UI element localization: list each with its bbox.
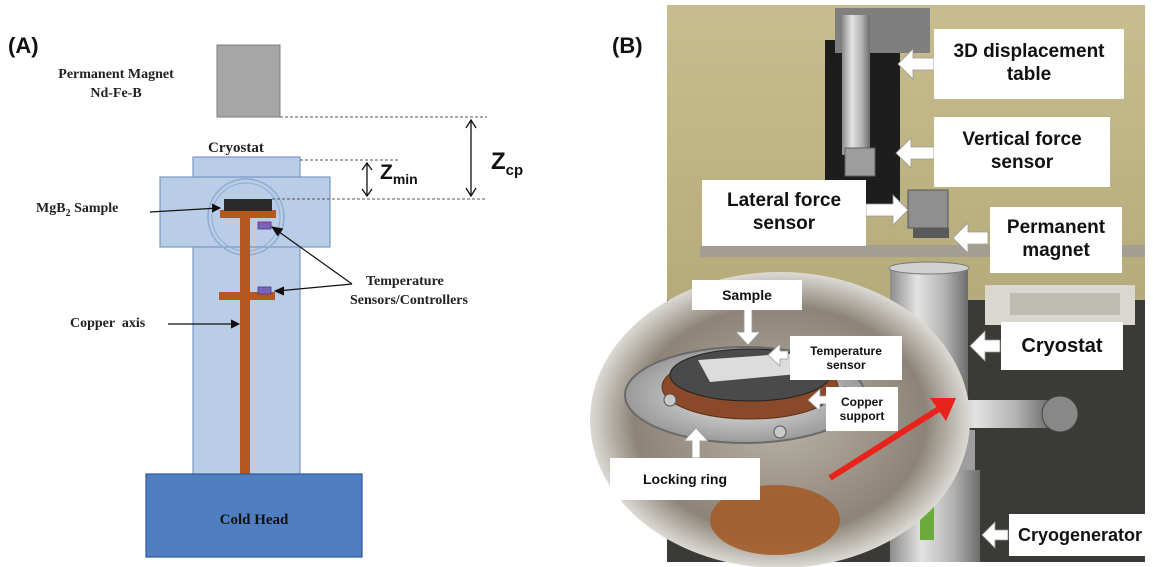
callout-vertical-force: Vertical force sensor <box>934 117 1110 187</box>
inset-link-arrowhead <box>930 398 956 421</box>
ring-screw-1 <box>663 393 677 407</box>
panel-a-label: (A) <box>8 33 39 58</box>
bench-equipment-knobs <box>1010 293 1120 315</box>
ring-screw-3 <box>773 425 787 439</box>
displacement-column <box>842 15 870 155</box>
sample-main: MgB <box>36 201 66 216</box>
temp-line1-a: Temperature <box>366 274 444 289</box>
arrow-lateral-force <box>865 194 909 226</box>
callout-cryogenerator: Cryogenerator <box>1009 514 1151 556</box>
arrow-temperature-sensor <box>767 343 789 367</box>
callout-3d-displacement: 3D displacement table <box>934 29 1124 99</box>
lateral-force-sensor-body <box>907 189 949 229</box>
zmin-label: Zmin <box>380 161 418 187</box>
cryostat-valve <box>1041 395 1079 433</box>
callout-temperature-sensor: Temperature sensor <box>790 336 902 380</box>
copper-axis-label: Copper axis <box>70 316 146 331</box>
arrow-permanent-magnet <box>952 222 989 254</box>
callout-copper-line2: support <box>839 409 885 423</box>
callout-permanent-magnet: Permanent magnet <box>990 207 1122 273</box>
mgb2-sample <box>224 199 272 211</box>
callout-temp-line1: Temperature <box>810 343 882 358</box>
sample-label-a: MgB2 Sample <box>36 201 118 219</box>
sample-sub: 2 <box>65 207 71 219</box>
arrow-cryogenerator <box>981 521 1009 549</box>
temp-pointer-arrow-2 <box>276 283 353 292</box>
sample-holder-plate <box>220 210 276 218</box>
zmin-sub: min <box>392 171 418 188</box>
cold-head-block <box>145 473 363 558</box>
zcp-label: Zcp <box>491 148 523 179</box>
cold-head-label: Cold Head <box>219 512 289 528</box>
callout-3d-line2: table <box>1006 64 1052 85</box>
temp-line2-a: Sensors/Controllers <box>350 292 468 308</box>
callout-vertical-line2: sensor <box>990 152 1054 173</box>
zcp-main: Z <box>491 148 506 175</box>
zmin-main: Z <box>380 161 393 184</box>
panel-b-label: (B) <box>612 33 643 58</box>
sample-tail: Sample <box>70 201 119 216</box>
panel-a-schematic <box>145 44 487 558</box>
copper-coil <box>710 485 840 555</box>
magnet-holder-plate <box>913 228 949 238</box>
callout-cryostat: Cryostat <box>1001 322 1123 370</box>
callout-lateral-line2: sensor <box>752 213 816 234</box>
temperature-label-a: Temperature Sensors/Controllers <box>350 273 468 311</box>
temperature-sensor-1 <box>257 221 272 230</box>
callout-copper-line1: Copper <box>841 394 883 409</box>
callout-lateral-line1: Lateral force <box>726 190 842 212</box>
sample-pointer-arrow <box>149 207 220 213</box>
callout-magnet-line2: magnet <box>1022 240 1090 261</box>
arrow-cryostat <box>969 330 1001 362</box>
sample-white-sheet <box>698 352 820 382</box>
temp-pointer-arrow-1 <box>274 228 353 285</box>
cryostat-label-a: Cryostat <box>208 140 264 156</box>
callout-sample: Sample <box>692 280 802 310</box>
callout-lateral-force: Lateral force sensor <box>702 180 866 246</box>
magnet-title-line2: Nd-Fe-B <box>90 85 142 101</box>
callout-vertical-line1: Vertical force <box>962 129 1082 151</box>
callout-3d-line1: 3D displacement <box>953 41 1105 63</box>
temperature-sensor-2 <box>257 286 272 295</box>
callout-temp-line2: sensor <box>826 358 866 372</box>
magnet-title-line1: Permanent Magnet <box>58 67 174 82</box>
magnet-title: Permanent Magnet Nd-Fe-B <box>26 66 206 104</box>
vertical-force-sensor-body <box>844 147 876 177</box>
zcp-sub: cp <box>505 161 524 179</box>
inset-link-arrow <box>828 404 944 481</box>
copper-crossbar <box>219 292 275 300</box>
copper-axis-shaft <box>240 217 250 481</box>
callout-copper-support: Copper support <box>826 387 898 431</box>
callout-locking-ring: Locking ring <box>610 458 760 500</box>
cryostat-top-cap <box>888 261 970 275</box>
callout-magnet-line1: Permanent <box>1006 217 1106 239</box>
permanent-magnet-block <box>216 44 281 118</box>
